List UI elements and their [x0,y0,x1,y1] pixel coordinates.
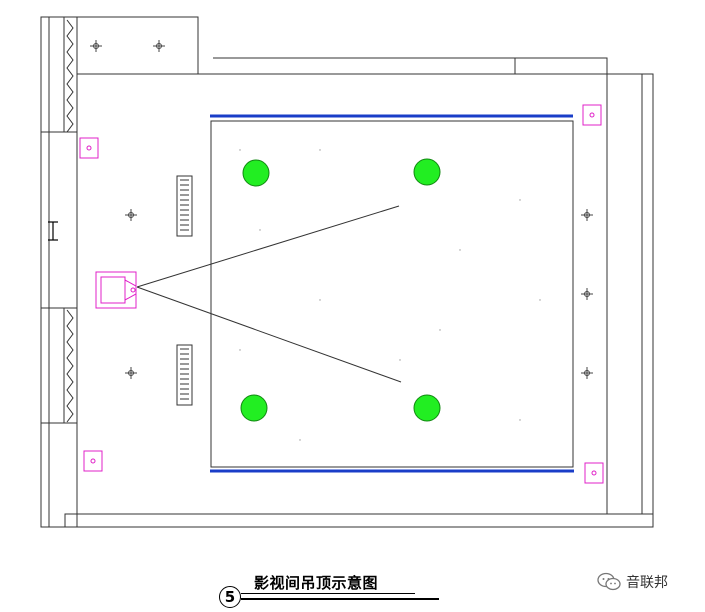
spotlight-icon [90,40,593,379]
curtain [63,17,74,423]
wechat-icon [597,572,621,591]
door-mark [48,221,58,241]
projector-icon [95,271,137,309]
air-vent-icon [176,175,193,406]
ceiling-texture [239,149,541,441]
watermark: 音联邦 [596,572,668,592]
watermark-text: 音联邦 [626,575,668,591]
title-underline-thin [241,593,415,594]
drawing-number: 5 [219,586,241,608]
downlight-icon [240,158,441,422]
projection-beam [136,205,402,383]
ceiling-plan [40,16,654,528]
outer-walls [40,16,654,528]
title-underline [241,598,439,600]
wall-box-icon [79,104,604,484]
drawing-title: 影视间吊顶示意图 [254,574,379,592]
ceiling-panel [210,120,574,468]
